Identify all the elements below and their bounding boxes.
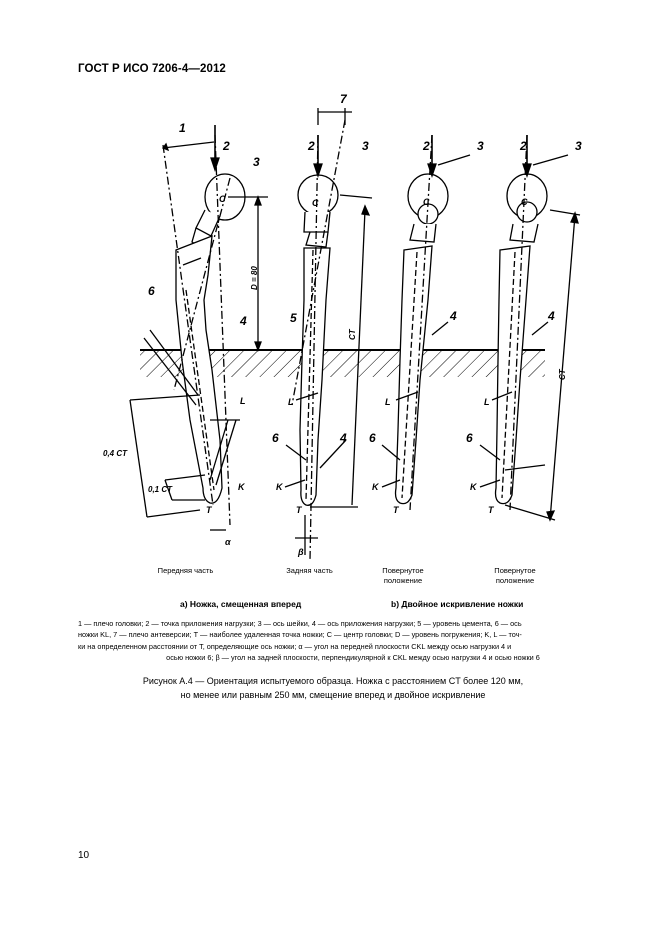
legend-line: 1 — плечо головки; 2 — точка приложения … [78,619,522,628]
angle-beta: β [297,547,304,557]
view-label-rotated-2: Повернутое положение [494,566,536,585]
dim-D80: D = 80 [250,266,259,290]
subcaption-a: а) Ножка, смещенная вперед [180,599,302,609]
dimension-labels: D = 80 CT CT 0,4 CT 0,1 CT [103,266,567,494]
view-label-rotated-1: Повернутое положение [382,566,424,585]
view-label-posterior: Задняя часть [286,566,333,575]
point-T-b: T [296,505,303,515]
label-6-a: 6 [148,284,155,298]
point-L-d: L [484,397,490,407]
point-T-a: T [206,505,213,515]
point-K-c: K [372,482,380,492]
caption-line: Рисунок А.4 — Ориентация испытуемого обр… [142,676,524,686]
label-4-a: 4 [239,314,247,328]
label-6-c: 6 [369,431,376,445]
point-C-a: C [219,194,226,204]
point-K-a: K [238,482,246,492]
label-3-a: 3 [253,155,260,169]
stem-view-rotated-2 [479,134,581,522]
label-5: 5 [290,311,297,325]
label-2-a: 2 [222,139,230,153]
label-4-c: 4 [449,309,457,323]
subcaption-b: b) Двойное искривление ножки [391,599,524,609]
legend-line: осью ножки 6; β — угол на задней плоскос… [166,653,540,663]
dim-01CT: 0,1 CT [148,485,173,494]
point-L-b: L [288,397,294,407]
label-2-c: 2 [422,139,430,153]
label-7: 7 [340,92,348,106]
label-4-d: 4 [547,309,555,323]
figure-legend: 1 — плечо головки; 2 — точка приложения … [78,618,628,664]
point-T-d: T [488,505,495,515]
point-T-c: T [393,505,400,515]
stem-view-anterior [129,125,268,531]
point-labels: C C C C L L L L K K K K T T T T α β [206,194,528,557]
label-3-d: 3 [575,139,582,153]
point-K-d: K [470,482,478,492]
point-C-b: C [312,198,319,208]
stem-view-posterior [284,108,373,561]
label-6-b: 6 [272,431,279,445]
caption-line: но менее или равным 250 мм, смещение впе… [180,689,486,700]
label-3-c: 3 [477,139,484,153]
label-1: 1 [179,121,186,135]
figure-caption: Рисунок А.4 — Ориентация испытуемого обр… [88,675,578,702]
label-2-d: 2 [519,139,527,153]
label-2-b: 2 [307,139,315,153]
point-C-d: C [521,197,528,207]
legend-line: ки на определенном расстоянии от T, опре… [78,641,512,651]
legend-line: ножки KL, 7 — плечо антеверсии; T — наиб… [78,630,522,640]
page-number: 10 [78,850,90,861]
label-4-b: 4 [339,431,347,445]
orientation-figure: 1 2 3 6 4 5 7 2 3 6 4 2 3 4 6 2 3 4 6 C … [103,92,582,561]
figure-labels: 1 2 3 6 4 5 7 2 3 6 4 2 3 4 6 2 3 4 6 [148,92,582,445]
point-C-c: C [423,197,430,207]
view-label-anterior: Передняя часть [157,566,214,575]
point-K-b: K [276,482,284,492]
dim-CT-b: CT [348,328,357,340]
label-3-b: 3 [362,139,369,153]
point-L-c: L [385,397,391,407]
dim-04CT: 0,4 CT [103,449,128,458]
label-6-d: 6 [466,431,473,445]
point-L-a: L [240,396,246,406]
angle-alpha: α [225,537,231,547]
document-header: ГОСТ Р ИСО 7206-4—2012 [78,63,226,75]
dim-CT-d: CT [558,368,567,380]
stem-view-rotated-1 [381,134,471,511]
